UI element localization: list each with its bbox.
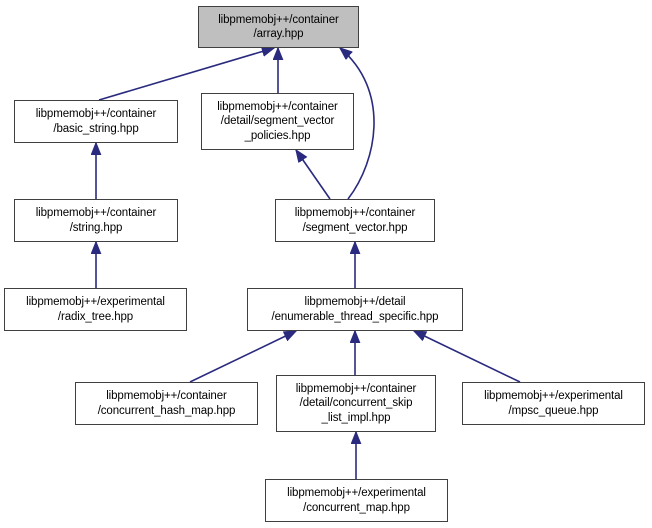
node-basic_string[interactable]: libpmemobj++/container/basic_string.hpp: [14, 100, 178, 143]
node-concurrent_hash_map[interactable]: libpmemobj++/container/concurrent_hash_m…: [75, 382, 258, 425]
node-label-line: libpmemobj++/detail: [304, 296, 406, 309]
node-label-line: /mpsc_queue.hpp: [508, 404, 599, 417]
node-radix_tree[interactable]: libpmemobj++/experimental/radix_tree.hpp: [4, 288, 187, 331]
node-label-line: libpmemobj++/container: [295, 383, 417, 396]
node-label-line: /radix_tree.hpp: [57, 310, 134, 323]
node-label-line: libpmemobj++/experimental: [287, 487, 426, 500]
node-label-line: /string.hpp: [69, 221, 123, 234]
node-label-line: /array.hpp: [253, 28, 304, 40]
node-label-line: /segment_vector.hpp: [302, 221, 408, 234]
node-label-line: /detail/concurrent_skip: [299, 397, 413, 410]
node-concurrent_map[interactable]: libpmemobj++/experimental/concurrent_map…: [265, 479, 448, 522]
node-label-line: libpmemobj++/container: [35, 207, 157, 220]
node-string[interactable]: libpmemobj++/container/string.hpp: [14, 199, 178, 242]
node-label-line: /basic_string.hpp: [53, 122, 139, 135]
node-label-line: libpmemobj++/experimental: [484, 390, 623, 403]
node-concurrent_skip_list_impl[interactable]: libpmemobj++/container/detail/concurrent…: [276, 375, 436, 432]
node-label-line: _policies.hpp: [244, 129, 311, 142]
node-label-line: /enumerable_thread_specific.hpp: [271, 310, 439, 323]
node-label-line: libpmemobj++/container: [35, 108, 157, 121]
node-segment_vector[interactable]: libpmemobj++/container/segment_vector.hp…: [275, 199, 435, 242]
node-label-line: libpmemobj++/experimental: [26, 296, 165, 309]
node-label-line: libpmemobj++/container: [294, 207, 416, 220]
node-label-line: libpmemobj++/container: [217, 101, 338, 114]
edge-segment_vector-to-segment_vector_policies: [296, 150, 331, 200]
node-segment_vector_policies[interactable]: libpmemobj++/container/detail/segment_ve…: [201, 93, 354, 150]
node-label-line: libpmemobj++/container: [218, 13, 339, 26]
node-array[interactable]: libpmemobj++/container/array.hpp: [198, 6, 359, 48]
node-label-line: _list_impl.hpp: [321, 411, 391, 424]
node-enumerable_thread_specific[interactable]: libpmemobj++/detail/enumerable_thread_sp…: [247, 288, 463, 331]
node-label-line: /concurrent_map.hpp: [303, 501, 410, 514]
node-mpsc_queue[interactable]: libpmemobj++/experimental/mpsc_queue.hpp: [462, 382, 645, 425]
node-label-line: /concurrent_hash_map.hpp: [97, 404, 236, 417]
node-label-line: /detail/segment_vector: [220, 115, 335, 128]
node-label-line: libpmemobj++/container: [106, 390, 227, 403]
